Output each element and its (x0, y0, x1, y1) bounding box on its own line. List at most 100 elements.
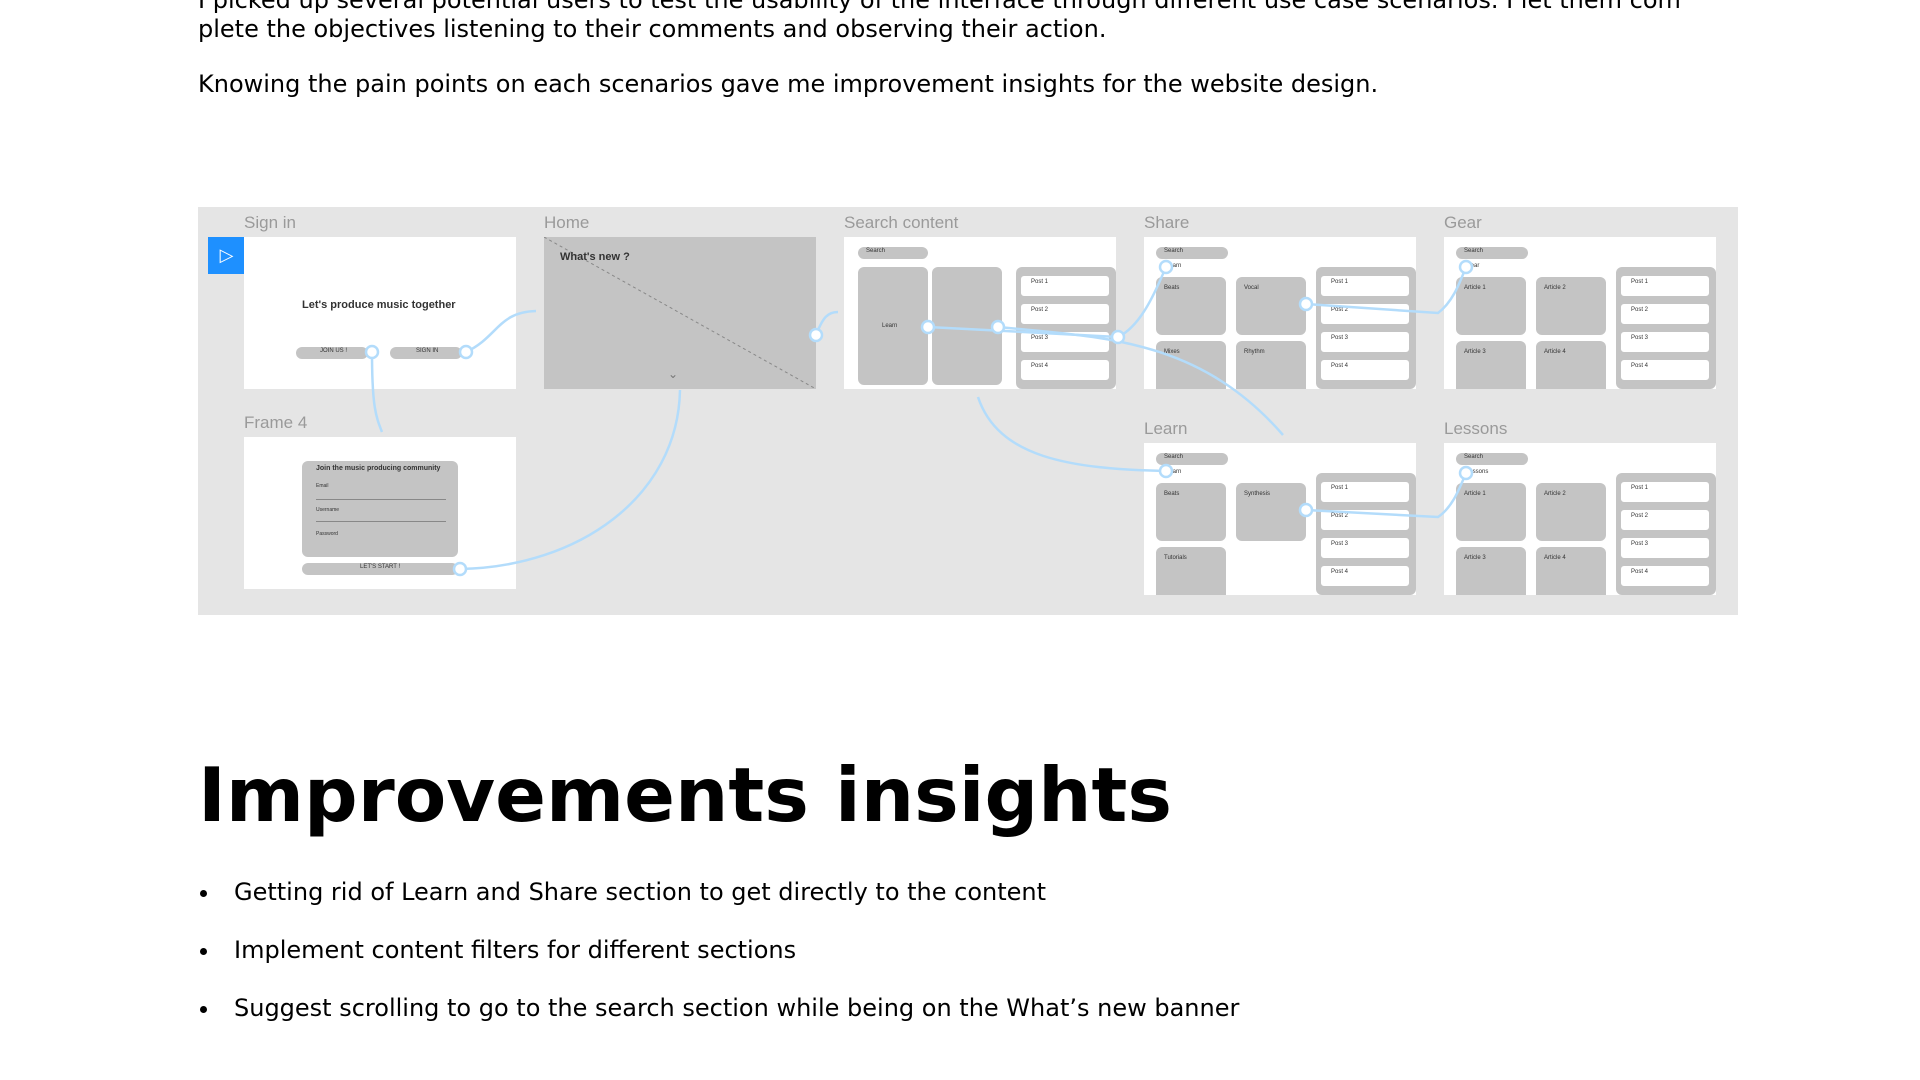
frame-title-learn: Learn (1144, 419, 1188, 438)
post-item[interactable]: Post 2 (1320, 509, 1410, 531)
post-item[interactable]: Post 2 (1620, 509, 1710, 531)
lessons-card[interactable]: Article 1 (1456, 483, 1526, 541)
card-label: Article 4 (1544, 555, 1566, 561)
post-item[interactable]: Post 2 (1620, 303, 1710, 325)
learn-card[interactable]: Synthesis (1236, 483, 1306, 541)
lessons-search-label: Search (1464, 454, 1484, 460)
password-field[interactable]: Password (316, 531, 338, 537)
lessons-card[interactable]: Article 3 (1456, 547, 1526, 595)
frame-home[interactable]: What's new ? ⌄ (544, 237, 816, 389)
frame-title-search: Search content (844, 213, 959, 232)
frame-title-gear: Gear (1444, 213, 1482, 232)
signin-button[interactable]: SIGN IN (390, 347, 462, 359)
frame-frame4[interactable]: Join the music producing community Email… (244, 437, 516, 589)
share-card[interactable]: Beats (1156, 277, 1226, 335)
lessons-search-pill[interactable]: Search (1456, 453, 1528, 465)
post-item[interactable]: Post 3 (1020, 331, 1110, 353)
post-item[interactable]: Post 3 (1620, 537, 1710, 559)
gear-card[interactable]: Article 2 (1536, 277, 1606, 335)
home-headline: What's new ? (560, 251, 630, 263)
post-item[interactable]: Post 1 (1620, 481, 1710, 503)
post-item[interactable]: Post 3 (1320, 331, 1410, 353)
post-item[interactable]: Post 1 (1620, 275, 1710, 297)
learn-tag: Learn (1166, 469, 1182, 475)
frame-signin[interactable]: Let's produce music together JOIN US ! S… (244, 237, 516, 389)
frame-title-share: Share (1144, 213, 1190, 232)
intro-paragraph: I picked up several potential users to t… (198, 0, 1681, 43)
frame-lessons[interactable]: Search Lessons Article 1 Article 2 Artic… (1444, 443, 1716, 595)
post-item[interactable]: Post 3 (1620, 331, 1710, 353)
username-field[interactable]: Username (316, 507, 340, 513)
share-post-list: Post 1 Post 2 Post 3 Post 4 (1316, 267, 1416, 389)
post-label: Post 2 (1331, 307, 1349, 313)
list-item: Implement content filters for different … (198, 936, 1239, 965)
field-line (316, 499, 446, 500)
post-item[interactable]: Post 1 (1320, 275, 1410, 297)
gear-card[interactable]: Article 3 (1456, 341, 1526, 389)
card-label: Article 1 (1464, 285, 1486, 291)
search-pill[interactable]: Search (858, 247, 928, 259)
search-pill-label: Search (866, 248, 886, 254)
frame-gear[interactable]: Search Gear Article 1 Article 2 Article … (1444, 237, 1716, 389)
gear-search-pill[interactable]: Search (1456, 247, 1528, 259)
post-label: Post 1 (1331, 279, 1349, 285)
card-label: Mixes (1164, 349, 1180, 355)
post-label: Post 1 (1631, 485, 1649, 491)
post-label: Post 1 (1631, 279, 1649, 285)
list-item: Getting rid of Learn and Share section t… (198, 878, 1239, 907)
gear-tag: Gear (1466, 263, 1480, 269)
post-label: Post 4 (1331, 569, 1349, 575)
gear-card[interactable]: Article 1 (1456, 277, 1526, 335)
lessons-card[interactable]: Article 2 (1536, 483, 1606, 541)
post-item[interactable]: Post 4 (1620, 359, 1710, 381)
post-item[interactable]: Post 4 (1020, 359, 1110, 381)
gear-post-list: Post 1 Post 2 Post 3 Post 4 (1616, 267, 1716, 389)
share-card[interactable]: Rhythm (1236, 341, 1306, 389)
frame-share[interactable]: Search Learn Beats Vocal Mixes Rhythm Po… (1144, 237, 1416, 389)
join-button[interactable]: JOIN US ! (296, 347, 368, 359)
share-search-label: Search (1164, 248, 1184, 254)
share-search-pill[interactable]: Search (1156, 247, 1228, 259)
learn-card[interactable]: Tutorials (1156, 547, 1226, 595)
search-card-2[interactable] (932, 267, 1002, 385)
frame-title-home: Home (544, 213, 590, 232)
frame-title-frame4: Frame 4 (244, 413, 308, 432)
learn-card[interactable]: Beats (1156, 483, 1226, 541)
post-item[interactable]: Post 4 (1320, 565, 1410, 587)
play-prototype-button[interactable]: ▷ (208, 237, 245, 274)
gear-search-label: Search (1464, 248, 1484, 254)
join-button-label: JOIN US ! (320, 348, 348, 354)
share-card[interactable]: Vocal (1236, 277, 1306, 335)
lets-start-label: LET'S START ! (360, 564, 401, 570)
email-field[interactable]: Email (316, 483, 329, 489)
frame-search[interactable]: Search Learn Post 1 Post 2 Post 3 Post 4 (844, 237, 1116, 389)
post-label: Post 3 (1631, 335, 1649, 341)
learn-search-pill[interactable]: Search (1156, 453, 1228, 465)
chevron-down-icon[interactable]: ⌄ (668, 367, 679, 381)
post-item[interactable]: Post 4 (1320, 359, 1410, 381)
post-item[interactable]: Post 1 (1320, 481, 1410, 503)
post-label: Post 4 (1631, 569, 1649, 575)
post-item[interactable]: Post 4 (1620, 565, 1710, 587)
post-item[interactable]: Post 2 (1320, 303, 1410, 325)
lets-start-button[interactable]: LET'S START ! (302, 563, 458, 575)
post-label: Post 3 (1331, 335, 1349, 341)
card-label: Article 1 (1464, 491, 1486, 497)
card-label: Vocal (1244, 285, 1259, 291)
card-label: Article 3 (1464, 349, 1486, 355)
card-label: Article 2 (1544, 491, 1566, 497)
frame-learn[interactable]: Search Learn Beats Synthesis Tutorials P… (1144, 443, 1416, 595)
post-item[interactable]: Post 1 (1020, 275, 1110, 297)
share-card[interactable]: Mixes (1156, 341, 1226, 389)
post-item[interactable]: Post 2 (1020, 303, 1110, 325)
post-label: Post 1 (1331, 485, 1349, 491)
gear-card[interactable]: Article 4 (1536, 341, 1606, 389)
post-item[interactable]: Post 3 (1320, 537, 1410, 559)
post-label: Post 4 (1331, 363, 1349, 369)
share-tag: Learn (1166, 263, 1182, 269)
search-card-1[interactable]: Learn (858, 267, 928, 385)
post-label: Post 1 (1031, 279, 1049, 285)
post-label: Post 2 (1631, 307, 1649, 313)
frame-title-signin: Sign in (244, 213, 296, 232)
lessons-card[interactable]: Article 4 (1536, 547, 1606, 595)
